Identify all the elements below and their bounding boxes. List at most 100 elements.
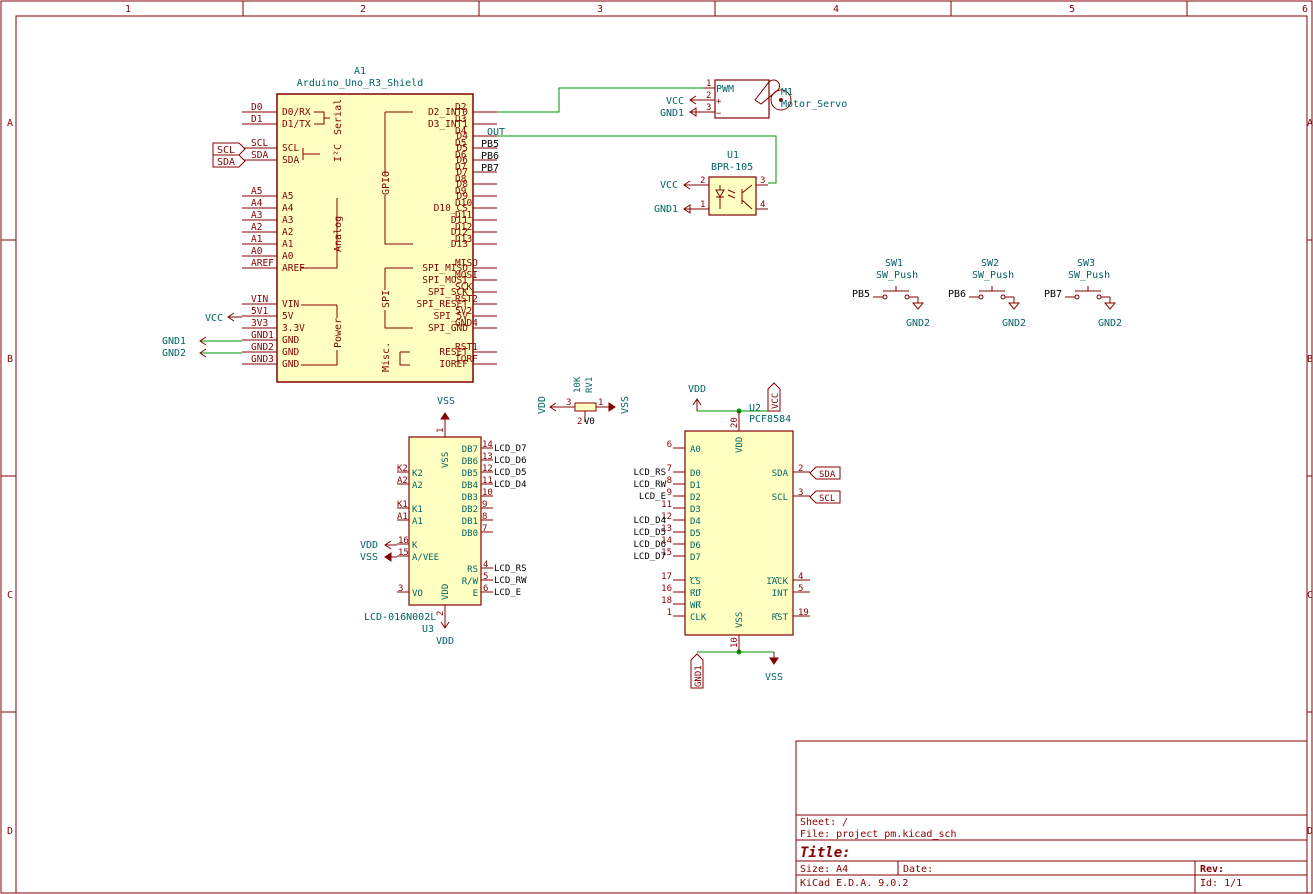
a1-group-gpio: GPIO [381, 171, 392, 195]
u2-left-pin-num: 13 [661, 524, 672, 534]
sw3-net: PB7 [1044, 289, 1062, 300]
switch-sw2[interactable]: SW2 SW_Push PB6 GND2 [948, 258, 1026, 329]
a1-left-pin-name: GND [282, 359, 299, 370]
u3-ctl-pin-name: E [473, 589, 478, 599]
a1-left-net-label: D0 [251, 102, 263, 113]
a1-left-pin-name: 5V [282, 311, 294, 322]
u3-left-net: K1 [397, 500, 408, 510]
u2-scl-glabel: SCL [819, 494, 835, 504]
u2-body [684, 430, 794, 636]
frame-col-3: 3 [597, 4, 603, 15]
sw2-ref: SW2 [981, 258, 999, 269]
a1-left-pin-name: GND [282, 335, 299, 346]
sw1-gnd: GND2 [906, 318, 930, 329]
u3-db-pin-name: DB0 [462, 529, 478, 539]
sensor-u1[interactable]: 2 1 3 4 U1 BPR-105 VCC GND1 [654, 150, 768, 216]
a1-right-net-label: D2 [455, 102, 466, 113]
a1-group-power: Power [333, 318, 344, 348]
u2-left-net: LCD_RS [633, 468, 666, 478]
u3-left-net: A1 [397, 512, 408, 522]
u2-sda-glabel: SDA [819, 470, 836, 480]
rv1-pin1: 1 [598, 398, 603, 408]
sw1-value: SW_Push [876, 270, 918, 281]
title-block-title: Title: [800, 845, 851, 861]
potentiometer-rv1[interactable]: 10K RV1 3 1 2 VDD VSS V0 [537, 376, 631, 427]
u2-left-pin-name: CLK [690, 613, 707, 623]
u3-db-pin-num: 10 [482, 488, 493, 498]
u3-bottom-pin-name: VDD [441, 584, 451, 600]
title-block-tool: KiCad E.D.A. 9.0.2 [800, 878, 908, 889]
a1-group-labels: Serial I²C GPIO Analog SPI Power Misc. [333, 99, 392, 372]
u3-db-pin-num: 13 [482, 452, 493, 462]
rv1-wiper-label: V0 [584, 417, 595, 427]
sw2-net: PB6 [948, 289, 966, 300]
u3-db-pin-name: DB2 [462, 505, 478, 515]
u2-left-pin-name: A0 [690, 445, 701, 455]
u2-left-pin-num: 16 [661, 584, 672, 594]
u2-left-pin-name: D3 [690, 505, 701, 515]
a1-right-pin-name: D12 [451, 227, 468, 238]
u3-db-net: LCD_D6 [494, 456, 527, 466]
u3-ref: U3 [422, 624, 434, 635]
a1-right-net-label: 5V2 [455, 306, 472, 317]
m1-gnd: GND1 [660, 108, 684, 119]
u3-ctl-pin-name: RS [467, 565, 478, 575]
a1-group-spi: SPI [381, 290, 392, 308]
sda-global-label: SDA [217, 157, 235, 168]
u2-right-pin-num: 2 [798, 464, 803, 474]
a1-left-pin-name: A2 [282, 227, 293, 238]
u3-db-net: LCD_D4 [494, 480, 527, 490]
u1-pin4: 4 [760, 200, 765, 210]
u2-right-pin-name: IACK [766, 577, 788, 587]
m1-body [714, 79, 770, 119]
servo-m1[interactable]: 1 2 3 PWM + − M1 Motor_Servo VCC GND1 [660, 79, 847, 119]
a1-left-net-label: VIN [251, 294, 268, 305]
a1-left-net-label: A3 [251, 210, 262, 221]
title-block: Sheet: / File: project pm.kicad_sch Titl… [795, 740, 1308, 894]
frame-col-6: 6 [1302, 4, 1308, 15]
u2-right-pin-num: 3 [798, 488, 803, 498]
arduino-a1[interactable]: A1 Arduino_Uno_R3_Shield D0/RXD0D1/TXD1S… [242, 66, 497, 383]
u3-db-pin-num: 9 [482, 500, 487, 510]
title-block-id: Id: 1/1 [1200, 878, 1242, 889]
u2-left-net: LCD_D4 [633, 516, 666, 526]
gnd2-power-a1: GND2 [162, 348, 186, 359]
u2-pin-a0: A06 [667, 440, 701, 455]
switch-sw3[interactable]: SW3 SW_Push PB7 GND2 [1044, 258, 1122, 329]
frame-col-2: 2 [360, 4, 366, 15]
u1-pin2: 2 [700, 176, 705, 186]
u2-top-pin-name: VDD [735, 437, 745, 453]
m1-pin2-name: + [716, 97, 722, 107]
u3-pin-k: K16 [397, 536, 418, 551]
switch-sw1[interactable]: SW1 SW_Push PB5 GND2 [852, 258, 930, 329]
u2-left-pin-name: D0 [690, 469, 701, 479]
a1-group-brackets [301, 111, 413, 366]
a1-value: Arduino_Uno_R3_Shield [297, 78, 423, 89]
u3-db-pin-name: DB7 [462, 445, 478, 455]
a1-left-pin-name: SCL [282, 143, 299, 154]
a1-left-net-label: SCL [251, 138, 268, 149]
controller-u2[interactable]: A06D07LCD_RSD18LCD_RWD29LCD_ED311D412LCD… [633, 382, 841, 689]
a1-right-net-label: D13 [455, 234, 472, 245]
vcc-power-a1: VCC [205, 313, 223, 324]
u3-db-pin-num: 8 [482, 512, 487, 522]
u2-left-pin-name: D1 [690, 481, 701, 491]
